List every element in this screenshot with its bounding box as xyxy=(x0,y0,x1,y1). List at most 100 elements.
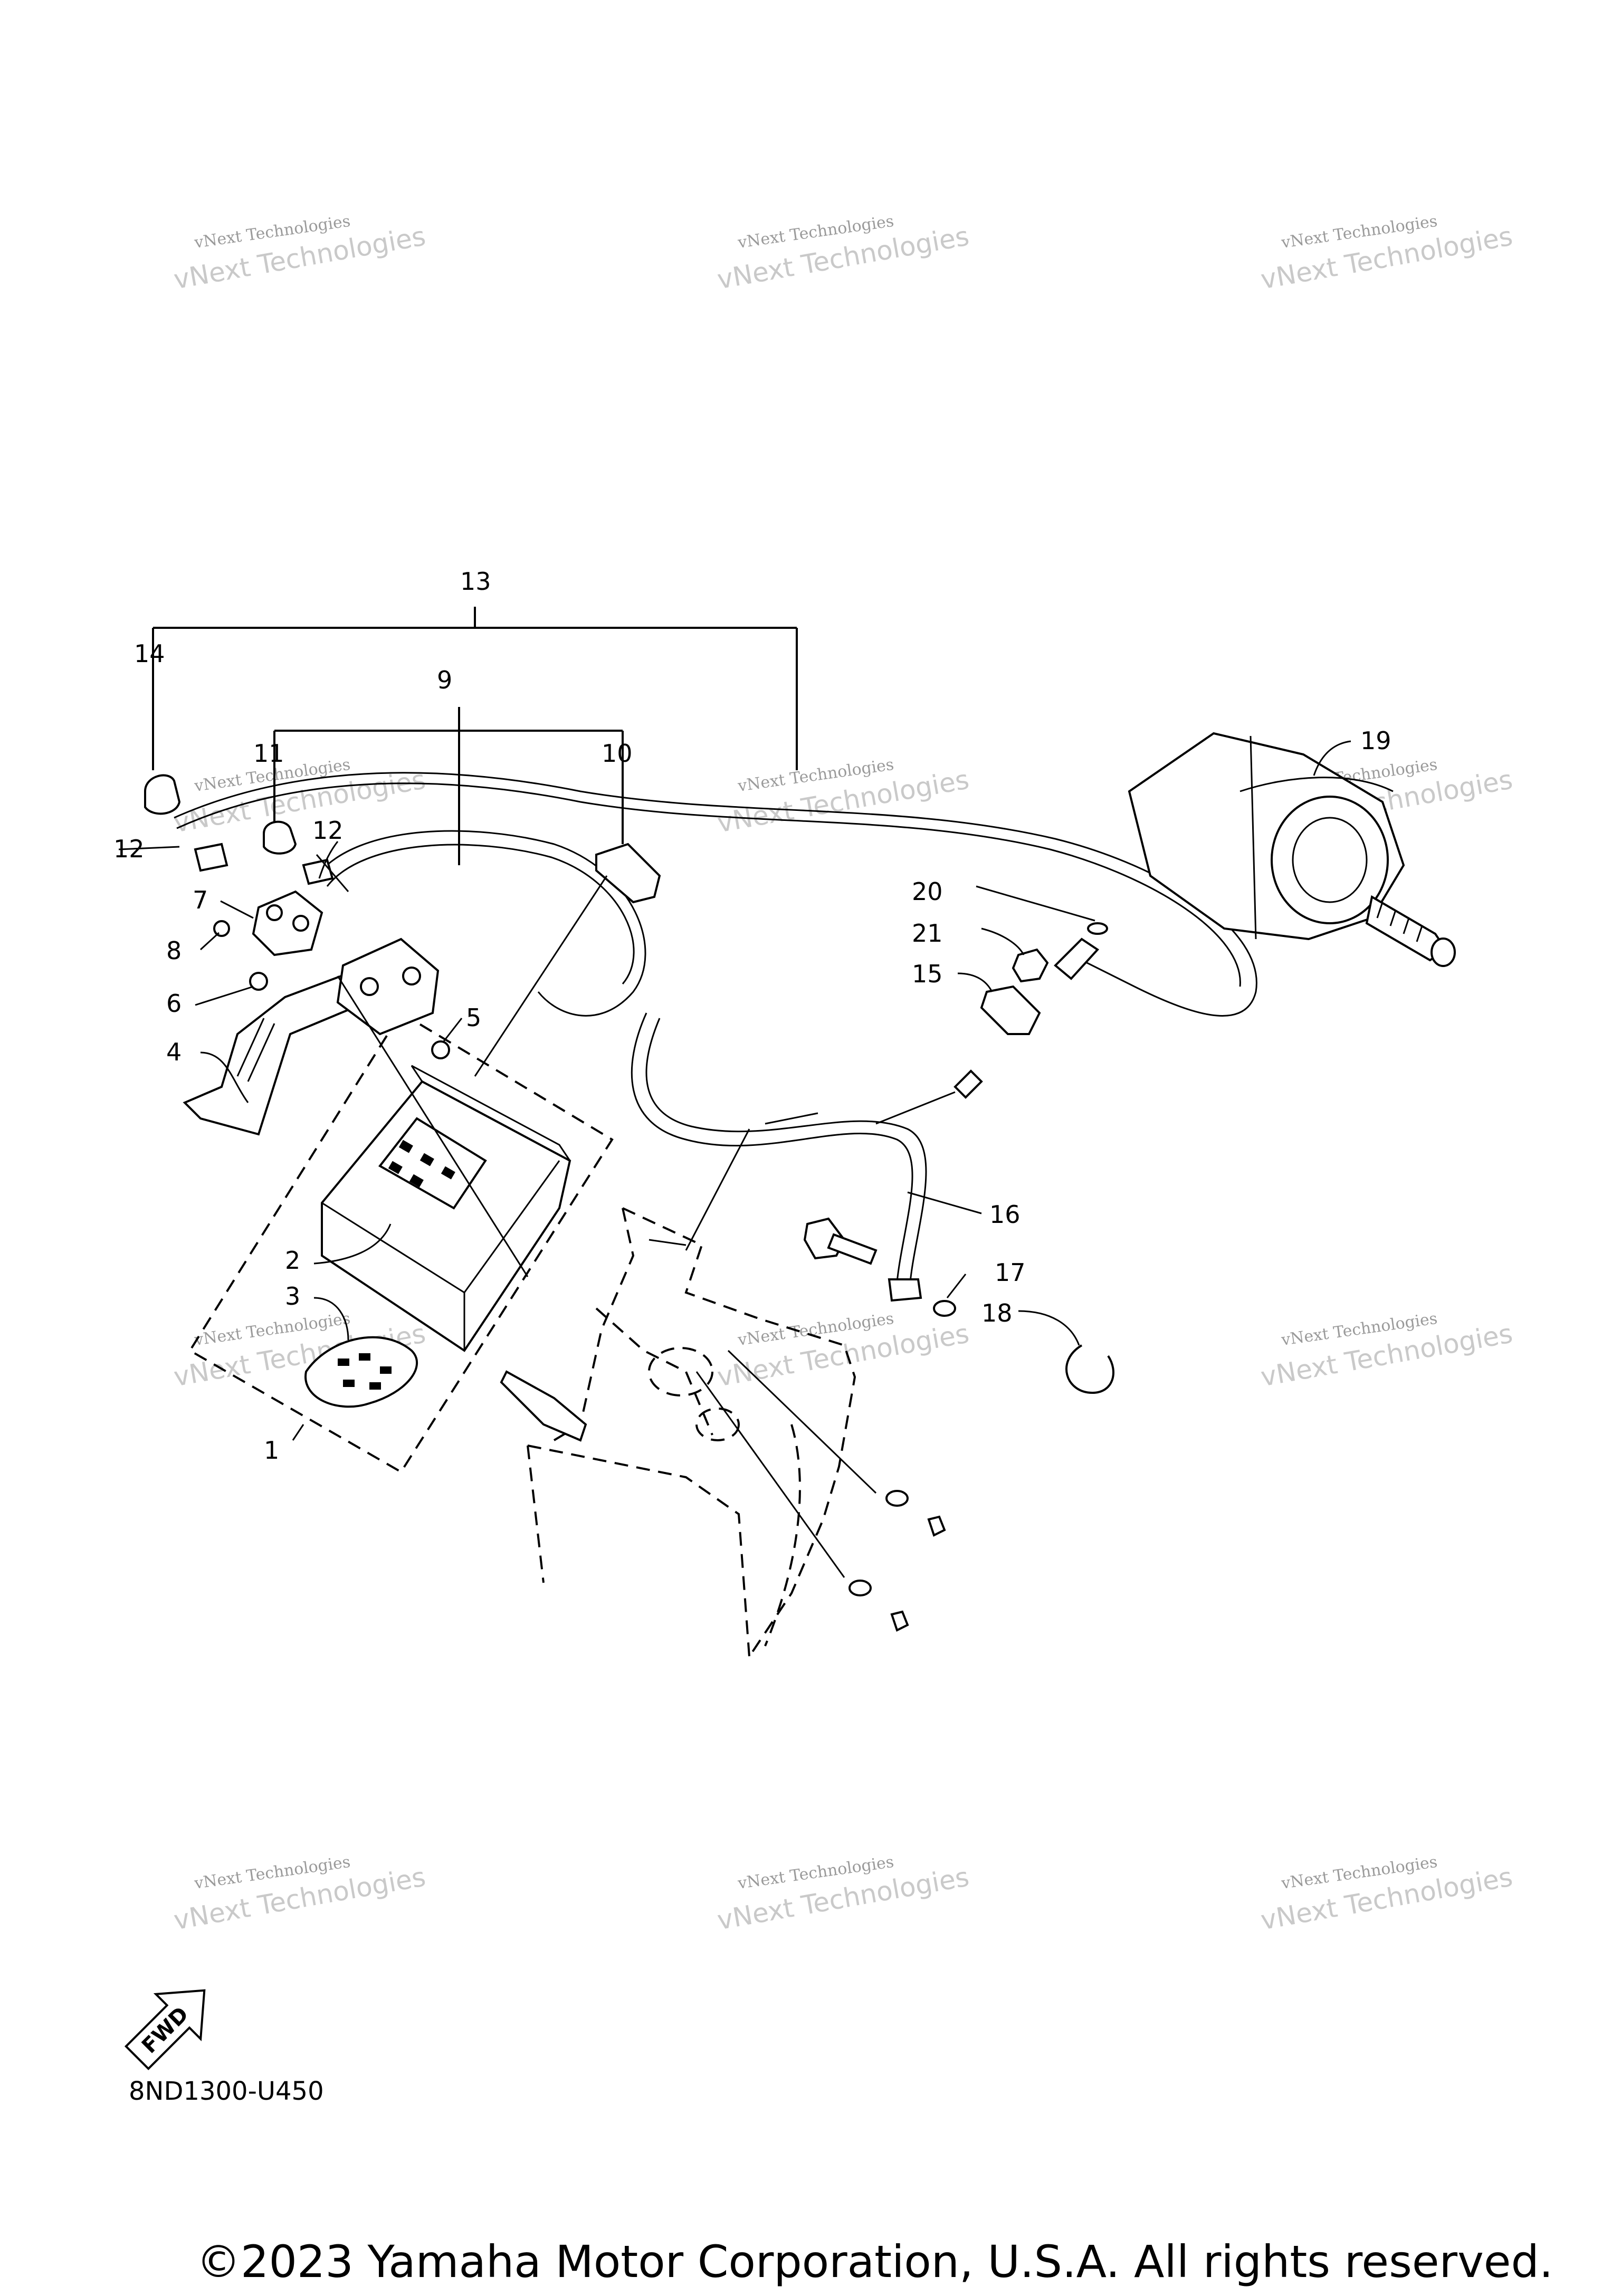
battery xyxy=(321,1080,571,1352)
cable-tie xyxy=(1239,735,1394,940)
leader xyxy=(1313,740,1351,776)
starter-motor-end-inner xyxy=(1292,817,1368,903)
leader xyxy=(118,846,180,850)
part-number: 13 xyxy=(460,567,491,596)
leader xyxy=(313,1297,349,1341)
terminal-cover-11 xyxy=(263,820,297,855)
leader xyxy=(292,1424,304,1441)
part-labels: 13 14 9 11 10 12 12 7 8 6 5 4 2 3 1 19 2… xyxy=(113,567,1391,1465)
leader xyxy=(981,927,1025,955)
watermark: vNext Technologies vNext Technologies xyxy=(1258,1309,1515,1393)
plate-hole xyxy=(360,977,379,996)
terminal-lug-12b xyxy=(302,858,334,885)
leader xyxy=(199,932,220,951)
leader xyxy=(946,1274,967,1298)
washer-20 xyxy=(1087,922,1108,935)
bracket-13 xyxy=(152,607,798,770)
battery-label xyxy=(378,1117,487,1210)
washer xyxy=(848,1580,872,1596)
part-number: 16 xyxy=(989,1200,1021,1229)
cable-16-inner xyxy=(645,1018,927,1283)
part-number: 9 xyxy=(437,666,452,694)
nut-6 xyxy=(249,972,268,991)
leader xyxy=(313,1223,392,1265)
watermark-group: vNext Technologies vNext Technologies vN… xyxy=(171,212,1515,1936)
hull-bolt-line xyxy=(649,1239,686,1246)
cable-16 xyxy=(631,1012,913,1283)
part-number: 3 xyxy=(285,1282,300,1310)
leader xyxy=(337,975,529,1277)
bolt-16-shank xyxy=(827,1233,878,1265)
part-number: 17 xyxy=(995,1258,1026,1287)
part-number: 20 xyxy=(912,877,943,906)
terminal-cover-14 xyxy=(144,774,181,815)
hull-outline xyxy=(622,1207,856,1658)
part-number: 12 xyxy=(312,816,344,845)
part-number: 7 xyxy=(193,886,208,914)
copyright-text: ©2023 Yamaha Motor Corporation, U.S.A. A… xyxy=(196,2236,1553,2288)
hull-mount-hole xyxy=(695,1408,740,1441)
leader xyxy=(907,1191,982,1214)
nut-5 xyxy=(431,1040,450,1059)
diagram-code: 8ND1300-U450 xyxy=(129,2077,324,2106)
leader xyxy=(220,900,254,919)
starter-shaft-end xyxy=(1431,937,1456,967)
leader xyxy=(195,986,254,1006)
cable-9-inner xyxy=(326,844,635,984)
part-number: 12 xyxy=(113,835,145,863)
part-number: 6 xyxy=(166,989,182,1018)
watermark: vNext Technologies vNext Technologies xyxy=(171,755,428,839)
leader xyxy=(957,972,993,992)
washer-17 xyxy=(933,1300,956,1317)
fwd-arrow-shape xyxy=(124,1989,206,2071)
terminal-lug-12a xyxy=(194,843,228,872)
nut-21 xyxy=(1012,948,1049,983)
watermark: vNext Technologies vNext Technologies xyxy=(1258,1853,1515,1936)
part-number: 21 xyxy=(912,919,943,948)
leader xyxy=(875,1091,956,1125)
relay-terminal xyxy=(266,904,283,921)
part-number: 8 xyxy=(166,936,182,965)
hull-bracket xyxy=(553,1208,635,1441)
terminal-cover-15 xyxy=(980,985,1041,1035)
hull-clamp xyxy=(500,1370,587,1442)
part-number: 19 xyxy=(1360,726,1391,755)
relay-assembly xyxy=(144,774,661,1136)
group-brackets xyxy=(152,607,798,865)
cables xyxy=(174,772,1257,1302)
washer xyxy=(885,1490,909,1507)
leader xyxy=(695,1371,845,1578)
hardware xyxy=(803,922,1114,1632)
part-number: 11 xyxy=(253,739,284,768)
leader xyxy=(1018,1310,1080,1346)
leader xyxy=(200,1051,249,1103)
starter-motor-end xyxy=(1271,796,1389,924)
fwd-arrow-icon: FWD xyxy=(124,1989,206,2071)
starter-motor xyxy=(1128,732,1456,967)
leader-lines xyxy=(118,740,1351,1578)
bracket-9 xyxy=(273,707,624,865)
battery-group xyxy=(188,1011,614,1474)
terminal-cover-10 xyxy=(595,843,661,904)
leader xyxy=(318,841,339,879)
leader xyxy=(474,875,608,1077)
leader xyxy=(442,1018,463,1042)
part-number: 5 xyxy=(466,1003,481,1032)
leader xyxy=(765,1112,818,1125)
plate-hole xyxy=(402,967,421,986)
clip-18 xyxy=(1065,1344,1114,1394)
watermark: vNext Technologies vNext Technologies xyxy=(715,1853,971,1936)
battery-dashed-box xyxy=(188,1011,614,1474)
watermark: vNext Technologies vNext Technologies xyxy=(715,212,971,295)
hull-mount-hole xyxy=(648,1347,713,1396)
part-number: 4 xyxy=(166,1038,182,1066)
bolt xyxy=(953,1069,983,1099)
hull-inner xyxy=(595,1307,713,1436)
starter-relay xyxy=(252,890,323,956)
leader xyxy=(727,1350,877,1494)
gear-teeth xyxy=(1376,902,1423,942)
relay-terminal xyxy=(292,915,309,932)
bracket-slot xyxy=(236,1018,275,1082)
leader xyxy=(316,854,349,892)
